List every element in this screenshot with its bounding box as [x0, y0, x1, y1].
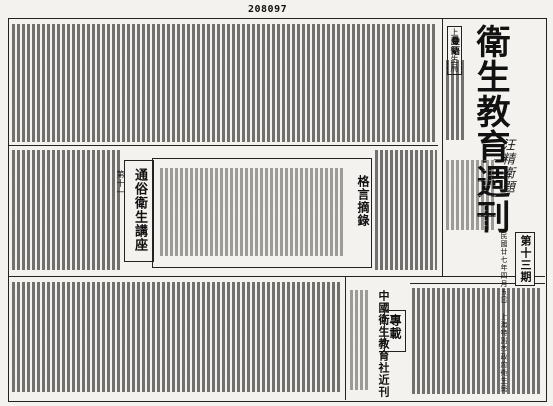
article-text-block: [375, 150, 437, 270]
top-right-title: 疊語: [449, 36, 459, 56]
article-text-block: [446, 160, 496, 230]
masthead-border: [442, 18, 443, 276]
article-text-block: [412, 288, 542, 394]
column-title: 通俗衛生講座: [132, 168, 147, 252]
bottom-label-box: [384, 310, 406, 352]
article-text-block: [160, 168, 345, 256]
article-text-block: [12, 24, 437, 142]
column-subtitle: 第十一: [116, 170, 125, 197]
section-divider: [8, 276, 545, 277]
section-divider: [410, 283, 545, 284]
article-text-block: [12, 282, 342, 392]
bottom-box-title: 中國衛生教育社近刊: [377, 290, 390, 398]
bottom-box-label: 專載: [388, 314, 402, 340]
center-box-title: 格言摘錄: [356, 175, 370, 227]
column-divider: [345, 276, 346, 400]
page-frame: [8, 18, 547, 402]
page-serial-number: 208097: [248, 4, 288, 15]
section-divider: [8, 145, 438, 146]
article-text-block: [446, 60, 466, 140]
masthead-title: 衛生教育週刊: [470, 24, 510, 234]
article-text-block: [350, 290, 370, 390]
article-text-block: [12, 150, 122, 270]
masthead-signature: 汪精衛題: [499, 138, 514, 194]
center-boxed-section: [152, 158, 372, 268]
column-title-box: [124, 160, 154, 262]
issue-number: 第十三期: [515, 232, 535, 286]
